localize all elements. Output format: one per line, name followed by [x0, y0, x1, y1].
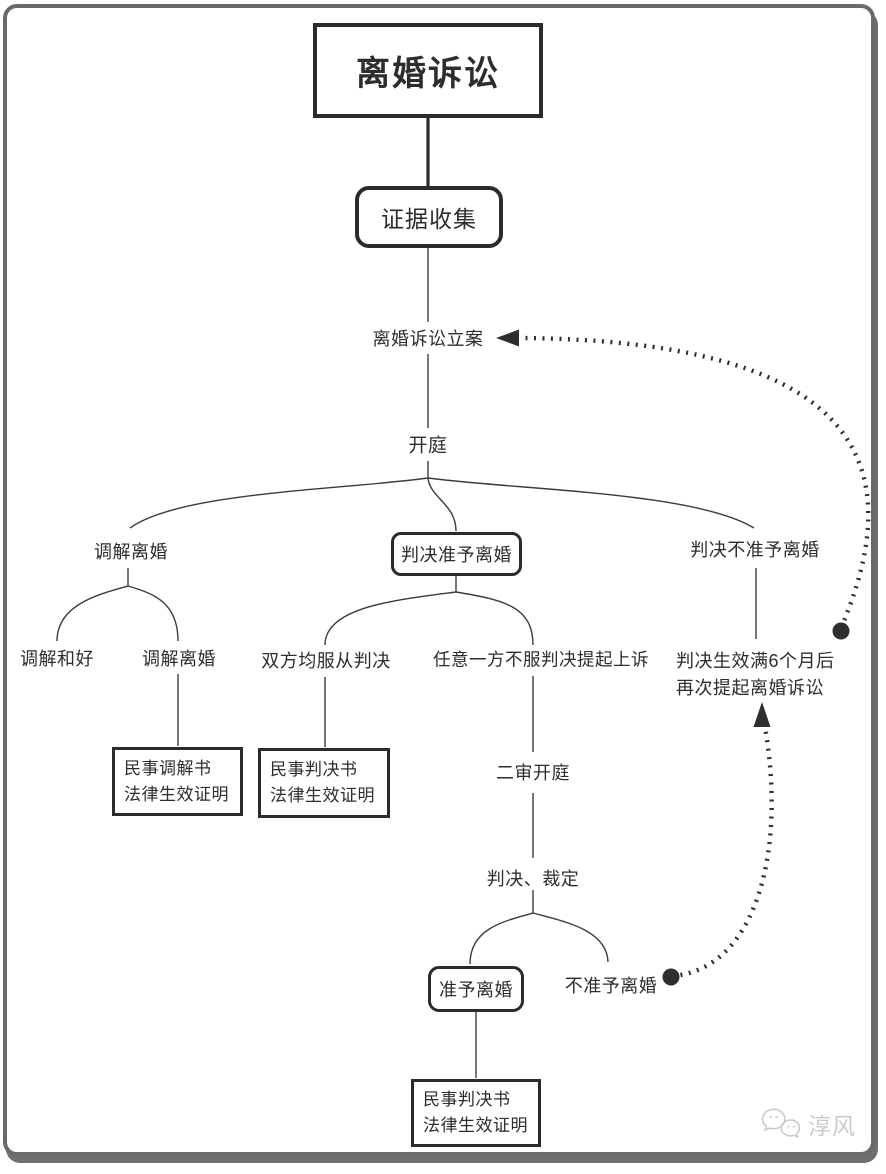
- node-grant-final-box: 准予离婚: [428, 966, 524, 1012]
- node-refile-line2: 再次提起离婚诉讼: [676, 678, 824, 698]
- node-second-hearing-label: 二审开庭: [496, 763, 570, 783]
- node-hearing-label: 开庭: [408, 435, 448, 457]
- connector-to-grant-final: [469, 912, 534, 965]
- connector-to-deny: [427, 477, 755, 529]
- node-title-label: 离婚诉讼: [356, 55, 500, 93]
- node-grant-label: 判决准予离婚: [401, 545, 512, 565]
- arrowhead-to-refile: [753, 702, 771, 727]
- node-filing-label: 离婚诉讼立案: [372, 329, 484, 349]
- connector-to-both-obey: [324, 591, 457, 646]
- node-final-doc-box: 民事判决书 法律生效证明: [411, 1079, 541, 1147]
- node-mediated-divorce-label: 调解离婚: [142, 649, 216, 669]
- dotted-arrow-origin-dot-denyfinal: [662, 968, 680, 986]
- node-evidence-box: 证据收集: [355, 186, 503, 248]
- connector-to-mediation: [129, 477, 429, 529]
- node-refile-label: 判决生效满6个月后 再次提起离婚诉讼: [676, 648, 835, 702]
- node-mediation-doc-line1: 民事调解书: [124, 758, 212, 778]
- arrowhead-to-filing: [496, 329, 519, 347]
- node-judgment-doc-line2: 法律生效证明: [270, 786, 375, 805]
- connector-to-appeal: [455, 591, 534, 646]
- node-final-doc-line1: 民事判决书: [423, 1090, 511, 1109]
- node-grant-box: 判决准予离婚: [391, 532, 522, 576]
- node-judgment-doc-box: 民事判决书 法律生效证明: [258, 748, 390, 818]
- watermark-text: 淳风: [808, 1113, 856, 1139]
- node-deny-label: 判决不准予离婚: [690, 540, 820, 560]
- connector-to-mediated-divorce: [127, 585, 179, 642]
- dotted-arrow-origin-dot-refile: [832, 622, 850, 640]
- node-deny-final-label: 不准予离婚: [564, 976, 658, 996]
- node-both-obey-label: 双方均服从判决: [261, 651, 391, 671]
- dotted-arrow-denyfinal-to-refile: [671, 715, 774, 979]
- node-grant-final-label: 准予离婚: [439, 980, 513, 1000]
- dotted-arrow-refile-to-filing: [520, 335, 871, 629]
- connector-to-reconciled: [56, 585, 129, 642]
- node-mediation-doc-line2: 法律生效证明: [124, 784, 229, 804]
- connector-to-grant: [427, 477, 457, 532]
- node-appeal-label: 任意一方不服判决提起上诉: [433, 649, 649, 670]
- connector-to-deny-final: [532, 912, 609, 963]
- watermark: 淳风: [760, 1106, 856, 1142]
- node-reconciled-label: 调解和好: [20, 649, 94, 669]
- node-ruling-label: 判决、裁定: [486, 869, 580, 889]
- node-judgment-doc-line1: 民事判决书: [270, 760, 358, 779]
- node-mediation-label: 调解离婚: [94, 542, 168, 562]
- wechat-icon: [760, 1106, 802, 1142]
- node-refile-line1: 判决生效满6个月后: [676, 651, 835, 671]
- node-title-box: 离婚诉讼: [313, 23, 543, 118]
- node-evidence-label: 证据收集: [381, 206, 477, 232]
- node-final-doc-line2: 法律生效证明: [423, 1116, 528, 1135]
- node-mediation-doc-box: 民事调解书 法律生效证明: [112, 747, 243, 816]
